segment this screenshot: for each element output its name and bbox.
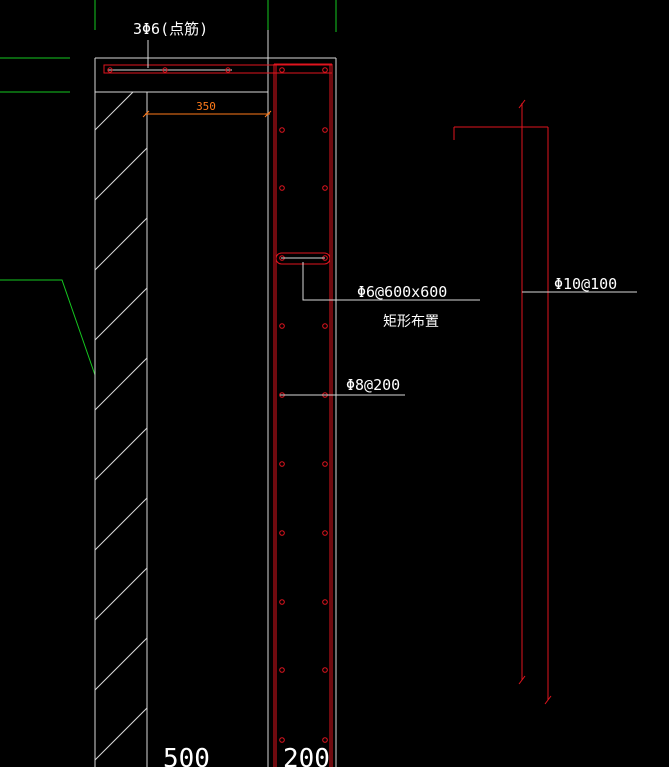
rebar-dot [279,323,285,329]
hatch-line [95,427,147,481]
vertical-bar-detail: Φ10@100 [453,99,637,705]
column-reinforcement [273,63,405,767]
rebar-dot [322,667,328,673]
rebar-dot [322,599,328,605]
rebar-dot [279,599,285,605]
stirrup-spec-label: Φ8@200 [346,376,400,394]
rebar-dot [322,323,328,329]
rebar-dot [279,737,285,743]
tie-spec-label: Φ6@600x600 [357,283,447,301]
hatch-line [95,567,147,621]
dimension-350: 350 [142,100,272,118]
rebar-dot [279,530,285,536]
column-thickness-label: 200 [283,744,330,767]
rebar-dot [322,127,328,133]
outline-lines [94,30,337,767]
top-rebar-label: 3Φ6(点筋) [133,20,208,38]
hatch-line [95,147,147,201]
vertical-bar-label: Φ10@100 [554,275,617,293]
tie-layout-label: 矩形布置 [383,314,439,330]
rebar-dot [322,461,328,467]
hatch-line [95,287,147,341]
rebar-dot [279,127,285,133]
break-line [0,279,96,376]
rebar-dot [322,67,328,73]
top-rebar: 3Φ6(点筋) [103,20,333,74]
rebar-dot [162,67,168,73]
tie-annotation: Φ6@600x600 矩形布置 [302,262,480,330]
hatch-line [95,707,147,761]
bar-tick [518,99,526,109]
hatch-line [95,637,147,691]
dimension-tick [142,110,150,118]
dimension-text: 350 [196,100,216,113]
bar-tick [544,695,552,705]
rebar-dot [279,185,285,191]
hatch-line [95,357,147,411]
hatch-line [95,92,134,131]
rebar-dot [279,667,285,673]
rebar-dot [322,185,328,191]
rebar-dot [107,67,113,73]
bar-tick [518,675,526,685]
grid-lines [0,0,337,376]
hatched-wall [95,92,147,761]
hatch-line [95,497,147,551]
rebar-dot [322,737,328,743]
rebar-dot [279,461,285,467]
rebar-dot [279,67,285,73]
rebar-dot [225,67,231,73]
rebar-dot [322,530,328,536]
tie-leader [302,262,480,301]
dimension-tick [264,110,272,118]
hatch-line [95,217,147,271]
wall-thickness-label: 500 [163,744,210,767]
